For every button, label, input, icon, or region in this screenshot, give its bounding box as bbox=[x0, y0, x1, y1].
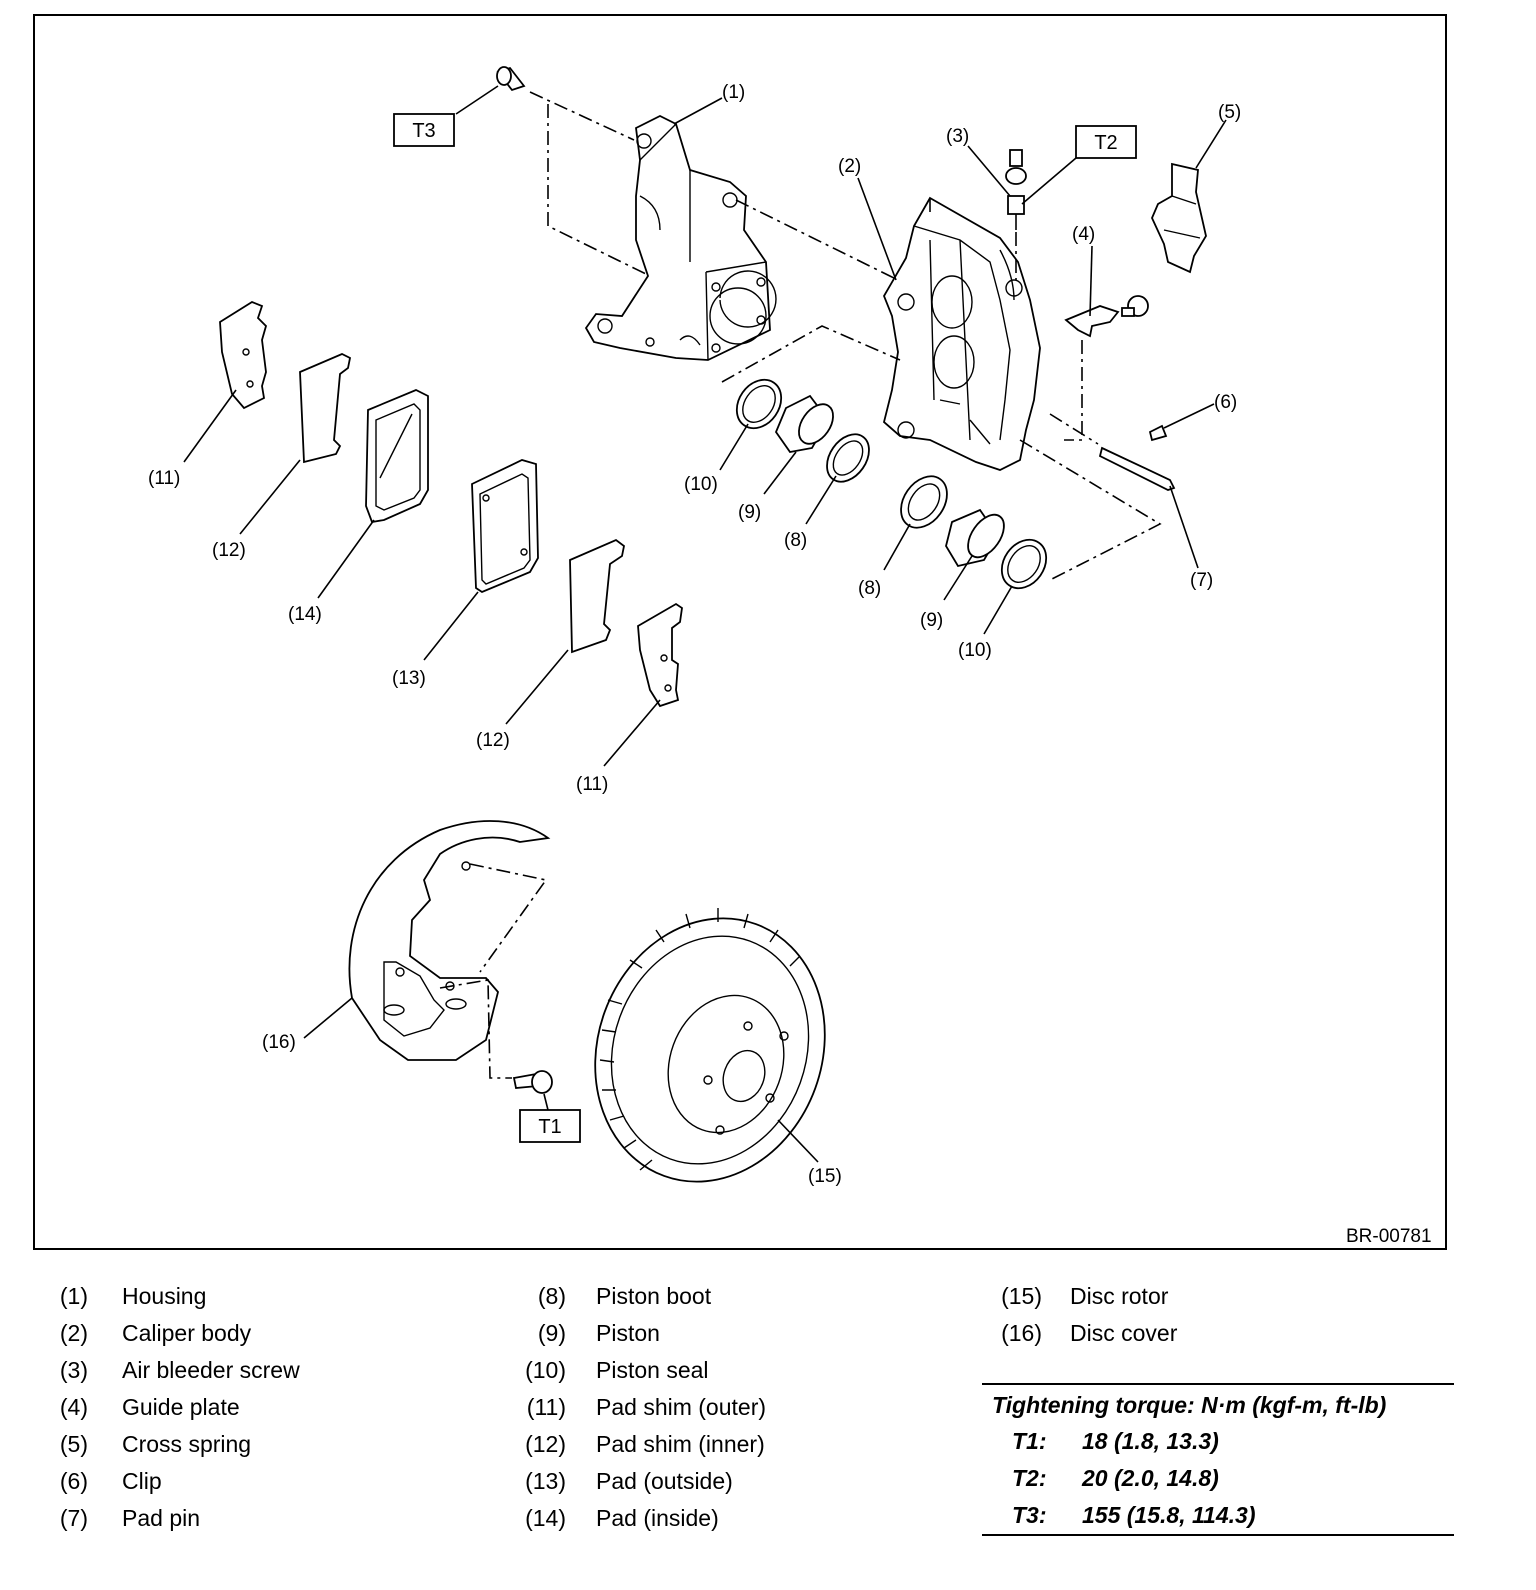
callout-10-right: (10) bbox=[958, 640, 992, 661]
callout-11-left: (11) bbox=[148, 468, 180, 489]
callout-11-right: (11) bbox=[576, 774, 608, 795]
legend-item: (2)Caliper body bbox=[59, 1320, 252, 1346]
legend-item: (7)Pad pin bbox=[59, 1505, 201, 1531]
legend-column-1: (1)Housing (2)Caliper body (3)Air bleede… bbox=[52, 1278, 300, 1537]
callout-9-right: (9) bbox=[920, 610, 943, 631]
legend-item: (11)Pad shim (outer) bbox=[526, 1394, 767, 1420]
callout-5: (5) bbox=[1218, 102, 1241, 123]
torque-box-t2: T2 bbox=[1075, 125, 1137, 159]
callout-labels: (1) (2) (3) (4) (5) (6) (7) (8) (9) (10)… bbox=[148, 82, 1241, 1187]
svg-text:T3: T3 bbox=[412, 120, 435, 142]
torque-row: T1:18 (1.8, 13.3) bbox=[1012, 1428, 1219, 1454]
clip-part bbox=[1148, 424, 1168, 442]
disc-cover-part bbox=[348, 820, 551, 1061]
assembly-lines bbox=[439, 91, 1162, 1079]
torque-title: Tightening torque: N·m (kgf-m, ft-lb) bbox=[992, 1392, 1387, 1418]
callout-15: (15) bbox=[808, 1166, 842, 1187]
legend-item: (3)Air bleeder screw bbox=[59, 1357, 300, 1383]
legend-item: (4)Guide plate bbox=[59, 1394, 240, 1420]
piston-seal-left bbox=[735, 378, 783, 430]
callout-4: (4) bbox=[1072, 224, 1095, 245]
callout-2: (2) bbox=[838, 156, 861, 177]
caliper-body-part bbox=[882, 196, 1041, 471]
housing-part bbox=[584, 114, 777, 361]
legend-item: (1)Housing bbox=[59, 1283, 207, 1309]
callout-8-left: (8) bbox=[784, 530, 807, 551]
callout-10-left: (10) bbox=[684, 474, 718, 495]
callout-14: (14) bbox=[288, 604, 322, 625]
callout-8-right: (8) bbox=[858, 578, 881, 599]
callout-12-right: (12) bbox=[476, 730, 510, 751]
torque-row: T3:155 (15.8, 114.3) bbox=[1012, 1502, 1256, 1528]
legend-item: (13)Pad (outside) bbox=[525, 1468, 733, 1494]
disc-rotor-part bbox=[594, 908, 826, 1183]
callout-16: (16) bbox=[262, 1032, 296, 1053]
pad-shim-inner-right bbox=[569, 538, 625, 654]
legend-item: (9)Piston bbox=[537, 1320, 660, 1346]
legend-item: (5)Cross spring bbox=[59, 1431, 252, 1457]
pad-inside-part bbox=[365, 389, 429, 524]
callout-12-left: (12) bbox=[212, 540, 246, 561]
legend-item: (10)Piston seal bbox=[525, 1357, 709, 1383]
housing-bolt-t3 bbox=[496, 66, 526, 92]
figure-code: BR-00781 bbox=[1346, 1226, 1432, 1247]
legend-item: (12)Pad shim (inner) bbox=[525, 1431, 765, 1457]
diagram-frame bbox=[33, 14, 1447, 1250]
piston-right bbox=[945, 508, 1005, 568]
piston-seal-right bbox=[1000, 538, 1048, 590]
disc-cover-bolt-t1 bbox=[512, 1070, 553, 1094]
legend-item: (15)Disc rotor bbox=[1001, 1283, 1169, 1309]
svg-text:T2: T2 bbox=[1094, 132, 1117, 154]
callout-13: (13) bbox=[392, 668, 426, 689]
piston-boot-right bbox=[900, 475, 948, 529]
pad-shim-outer-right bbox=[637, 602, 683, 708]
exploded-view-diagram: T3 T2 T1 (1) (2) (3) (4) (5) (6) (7) (8)… bbox=[148, 66, 1241, 1187]
legend-column-3: (15)Disc rotor (16)Disc cover bbox=[996, 1278, 1177, 1352]
legend-column-2: (8)Piston boot (9)Piston (10)Piston seal… bbox=[520, 1278, 766, 1537]
torque-box-t3: T3 bbox=[393, 113, 455, 147]
piston-left bbox=[774, 394, 834, 453]
pad-shim-inner-left bbox=[299, 353, 352, 464]
callout-1: (1) bbox=[722, 82, 745, 103]
pad-shim-outer-left bbox=[219, 300, 268, 410]
pad-outside-part bbox=[471, 459, 539, 594]
cross-spring-part bbox=[1151, 162, 1207, 274]
leader-lines bbox=[183, 85, 1227, 1163]
callout-3: (3) bbox=[946, 126, 969, 147]
svg-text:T1: T1 bbox=[538, 1116, 561, 1138]
callout-9-left: (9) bbox=[738, 502, 761, 523]
torque-row: T2:20 (2.0, 14.8) bbox=[1012, 1465, 1219, 1491]
legend-item: (16)Disc cover bbox=[1001, 1320, 1178, 1346]
guide-plate-part bbox=[1064, 295, 1149, 338]
legend-item: (6)Clip bbox=[59, 1468, 162, 1494]
torque-box-t1: T1 bbox=[519, 1109, 581, 1143]
pad-pin-part bbox=[1098, 446, 1176, 491]
tightening-torque-table: Tightening torque: N·m (kgf-m, ft-lb) T1… bbox=[982, 1383, 1454, 1536]
callout-6: (6) bbox=[1214, 392, 1237, 413]
legend-item: (14)Pad (inside) bbox=[525, 1505, 719, 1531]
piston-boot-left bbox=[826, 433, 870, 483]
legend-item: (8)Piston boot bbox=[537, 1283, 712, 1309]
air-bleeder-screw-part bbox=[1005, 149, 1027, 230]
callout-7: (7) bbox=[1190, 570, 1213, 591]
